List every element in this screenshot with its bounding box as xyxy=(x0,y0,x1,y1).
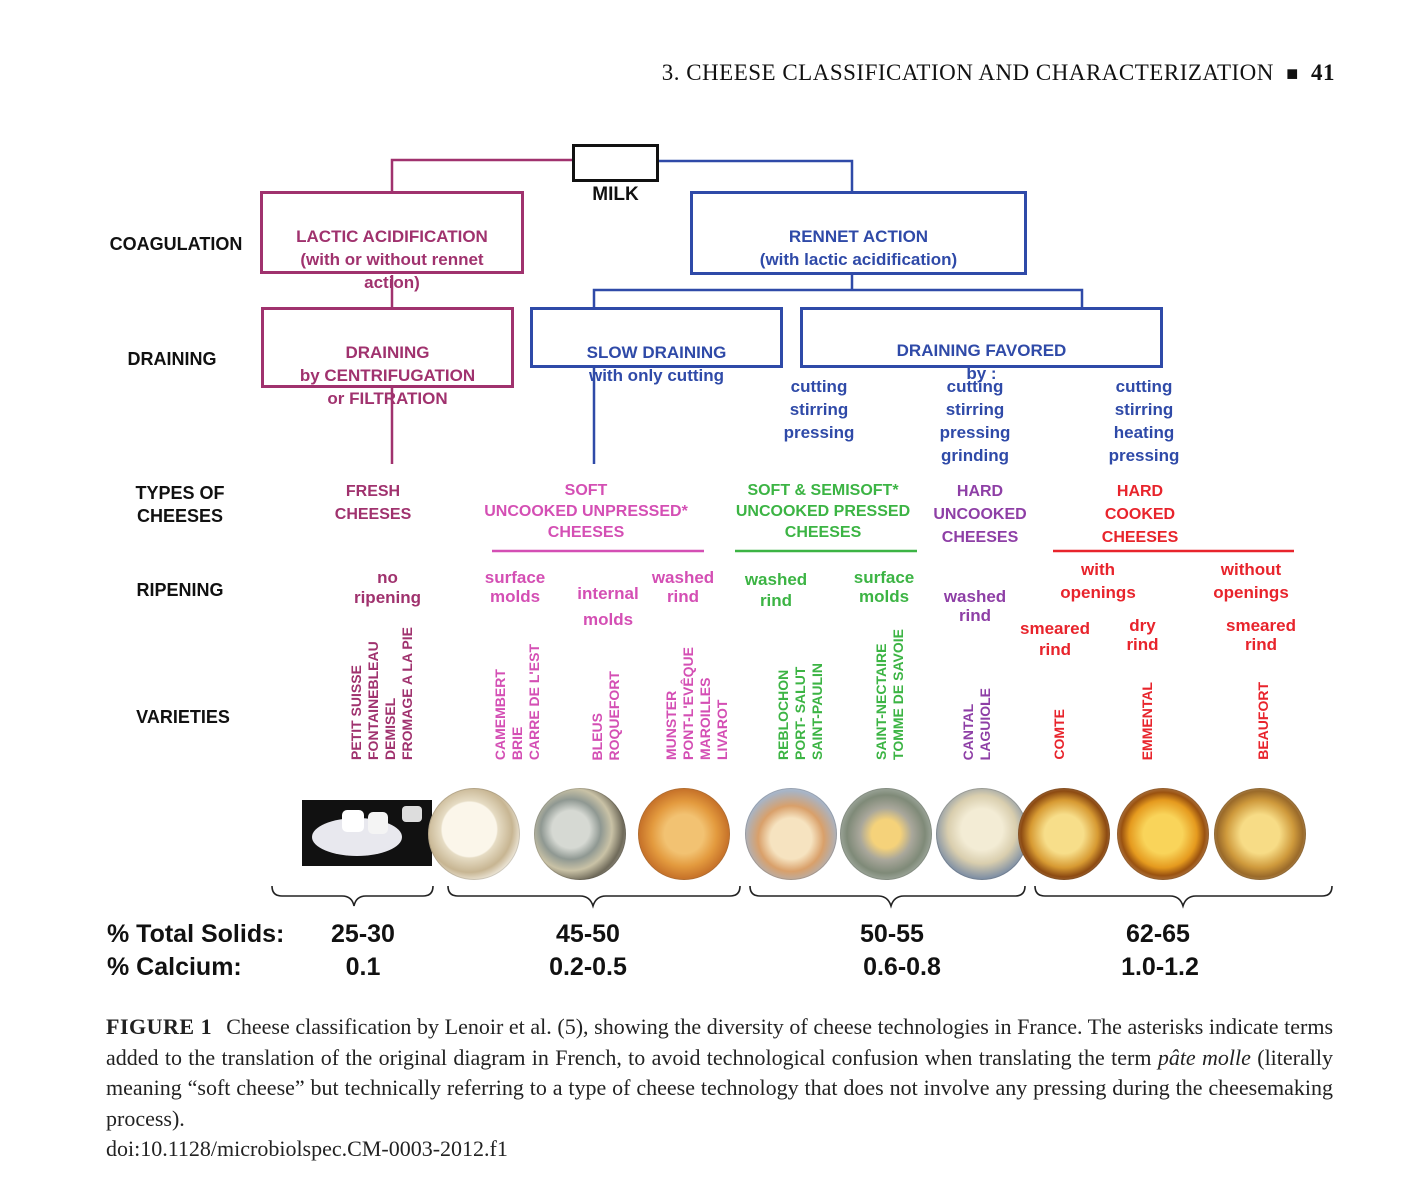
varieties-surface-molds: CAMEMBERT BRIE CARRE DE L'EST xyxy=(492,643,542,760)
solids-soft: 45-50 xyxy=(556,920,620,948)
caption-italic-term: pâte molle xyxy=(1157,1044,1251,1070)
variety-emmental: EMMENTAL xyxy=(1139,681,1155,760)
variety-beaufort: BEAUFORT xyxy=(1255,682,1271,760)
solids-semisoft: 50-55 xyxy=(860,920,924,948)
running-header: 3. CHEESE CLASSIFICATION AND CHARACTERIZ… xyxy=(380,60,1335,86)
varieties-semisoft-washed: REBLOCHON PORT- SALUT SAINT-PAULIN xyxy=(775,663,825,760)
ripening-washed-rind-semisoft: washed rind xyxy=(744,570,808,610)
milk-box: MILK xyxy=(572,144,659,205)
diagram-connectors xyxy=(390,158,1294,553)
varieties-washed-rind: MUNSTER PONT-L'EVÊQUE MAROILLES LIVAROT xyxy=(663,646,730,760)
caption-text-before: Cheese classification by Lenoir et al. (… xyxy=(106,1014,1334,1070)
method-hard-uncooked: cutting stirring pressing grinding xyxy=(939,377,1011,465)
type-hard-cooked: HARD COOKED CHEESES xyxy=(1101,483,1179,546)
milk-label: MILK xyxy=(592,184,639,205)
calcium-hard: 1.0-1.2 xyxy=(1121,953,1199,981)
photo-camembert xyxy=(428,788,520,880)
photo-fresh-cheese xyxy=(302,800,432,866)
ripening-without-openings: without openings xyxy=(1213,560,1289,602)
slow-draining-box: SLOW DRAINING with only cutting xyxy=(530,307,783,385)
varieties-fresh: PETIT SUISSE FONTAINEBLEAU DEMISEL FROMA… xyxy=(348,627,415,760)
type-fresh: FRESH CHEESES xyxy=(334,483,412,523)
calcium-label: % Calcium: xyxy=(107,953,242,981)
draining-favored-box: DRAINING FAVORED by : xyxy=(800,307,1163,383)
calcium-fresh: 0.1 xyxy=(345,953,381,981)
photo-cantal xyxy=(936,788,1028,880)
photo-emmental xyxy=(1117,788,1209,880)
caption-text-after: (literally meaning “soft cheese” but tec… xyxy=(106,1044,1333,1131)
caption-doi: doi:10.1128/microbiolspec.CM-0003-2012.f… xyxy=(106,1136,508,1161)
row-label-ripening: RIPENING xyxy=(136,580,224,600)
centrifugation-box: DRAINING by CENTRIFUGATION or FILTRATION xyxy=(261,307,514,408)
caption-label: FIGURE 1 xyxy=(106,1014,213,1039)
draining-favored-text: DRAINING FAVORED by : xyxy=(896,341,1067,383)
varieties-internal-molds: BLEUS ROQUEFORT xyxy=(589,670,622,760)
ripening-dry-rind: dry rind xyxy=(1126,616,1159,654)
method-hard-cooked: cutting stirring heating pressing xyxy=(1108,377,1180,465)
slow-draining-text: SLOW DRAINING with only cutting xyxy=(586,343,727,385)
type-hard-uncooked: HARD UNCOOKED CHEESES xyxy=(933,483,1027,546)
varieties-hard-uncooked: CANTAL LAGUIOLE xyxy=(960,687,993,760)
ripening-smeared-rind-comte: smeared rind xyxy=(1020,619,1090,659)
variety-comte: COMTE xyxy=(1051,709,1067,760)
lactic-acidification-text: LACTIC ACIDIFICATION (with or without re… xyxy=(296,227,488,292)
header-text: 3. CHEESE CLASSIFICATION AND CHARACTERIZ… xyxy=(661,60,1274,85)
row-label-types: TYPES OF CHEESES xyxy=(135,483,225,526)
photo-comte xyxy=(1018,788,1110,880)
rennet-action-box: RENNET ACTION (with lactic acidification… xyxy=(690,191,1027,275)
page-number: 41 xyxy=(1311,60,1335,85)
ripening-washed-rind-hard: washed rind xyxy=(943,587,1007,625)
ripening-no: no ripening xyxy=(353,568,422,607)
row-label-varieties: VARIETIES xyxy=(136,707,230,727)
photo-reblochon xyxy=(745,788,837,880)
total-solids-label: % Total Solids: xyxy=(107,920,285,948)
varieties-semisoft-surface: SAINT-NECTAIRE TOMME DE SAVOIE xyxy=(873,629,906,760)
lactic-acidification-box: LACTIC ACIDIFICATION (with or without re… xyxy=(260,191,524,292)
photo-beaufort xyxy=(1214,788,1306,880)
photo-munster xyxy=(638,788,730,880)
type-semisoft-pressed: SOFT & SEMISOFT* UNCOOKED PRESSED CHEESE… xyxy=(735,482,911,541)
ripening-smeared-rind-beaufort: smeared rind xyxy=(1226,616,1296,654)
ripening-internal-molds: internal molds xyxy=(577,584,639,629)
calcium-soft: 0.2-0.5 xyxy=(549,953,627,981)
ripening-surface-molds-soft: surface molds xyxy=(484,568,546,606)
centrifugation-text: DRAINING by CENTRIFUGATION or FILTRATION xyxy=(299,343,476,408)
photo-saint-nectaire xyxy=(840,788,932,880)
ripening-washed-rind-soft: washed rind xyxy=(651,568,715,606)
ripening-with-openings: with openings xyxy=(1060,560,1136,602)
row-label-draining: DRAINING xyxy=(127,349,217,369)
row-label-coagulation: COAGULATION xyxy=(109,234,243,254)
photo-bleu xyxy=(534,788,626,880)
group-braces xyxy=(271,885,1333,909)
solids-hard: 62-65 xyxy=(1126,920,1190,948)
ripening-surface-molds-semisoft: surface molds xyxy=(853,568,915,606)
type-soft-uncooked-unpressed: SOFT UNCOOKED UNPRESSED* CHEESES xyxy=(484,482,688,541)
calcium-semisoft: 0.6-0.8 xyxy=(863,953,941,981)
header-square-icon: ■ xyxy=(1286,63,1299,85)
method-semisoft: cutting stirring pressing xyxy=(783,377,855,442)
solids-fresh: 25-30 xyxy=(331,920,395,948)
rennet-action-text: RENNET ACTION (with lactic acidification… xyxy=(759,227,958,269)
